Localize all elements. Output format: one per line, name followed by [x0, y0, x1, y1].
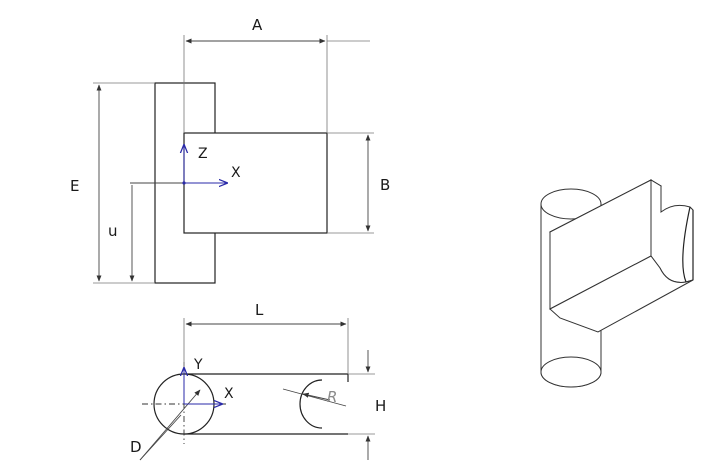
label-u: u — [108, 222, 118, 240]
label-a: A — [252, 16, 263, 34]
dimension-h: H — [348, 350, 386, 460]
top-axes: Y X — [184, 357, 234, 404]
front-axis-x-label: X — [231, 165, 241, 181]
top-axis-y-label: Y — [193, 357, 203, 373]
top-axis-x-label: X — [224, 386, 234, 402]
label-e: E — [70, 177, 79, 195]
dimension-b: B — [327, 132, 390, 234]
top-notch — [299, 379, 323, 429]
dimension-u: u — [108, 182, 184, 282]
dimension-e: E — [70, 82, 155, 284]
label-r: R — [327, 388, 337, 406]
iso-plate — [548, 179, 694, 333]
front-view: A B E u Z X — [70, 16, 390, 284]
isometric-view — [540, 179, 694, 388]
label-h: H — [375, 397, 386, 415]
label-b: B — [380, 176, 390, 194]
front-axis-z-label: Z — [198, 146, 208, 162]
dimension-l: L — [183, 301, 349, 374]
front-axes: Z X — [182, 145, 241, 185]
dimension-d: D — [130, 389, 201, 461]
dimension-a: A — [183, 16, 370, 133]
label-d: D — [130, 438, 142, 456]
label-l: L — [255, 301, 264, 319]
dimension-r: R — [282, 388, 347, 407]
top-view: L H R D Y X — [130, 301, 386, 461]
